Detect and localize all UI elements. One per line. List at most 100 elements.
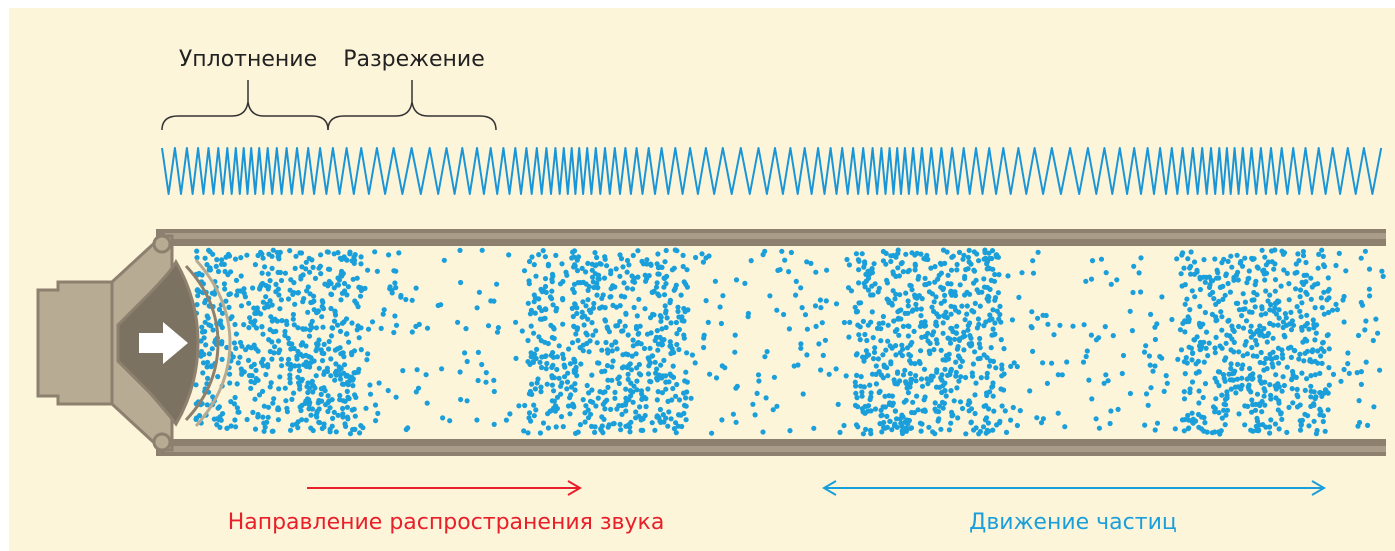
particle (1249, 397, 1255, 403)
particle (1264, 366, 1270, 372)
particle (447, 418, 453, 424)
particle (884, 424, 890, 430)
particle (1206, 340, 1212, 346)
particle (285, 335, 291, 341)
particle (260, 299, 266, 305)
particle (343, 373, 349, 379)
particle (990, 266, 996, 272)
particle (774, 307, 780, 313)
particle (585, 297, 591, 303)
particle (1212, 406, 1218, 412)
particle (589, 267, 595, 273)
particle (621, 364, 627, 370)
particle (573, 331, 579, 337)
particle (659, 338, 665, 344)
particle (237, 354, 243, 360)
particle (1272, 261, 1278, 267)
particle (637, 323, 643, 329)
particle (628, 367, 635, 373)
particle (1248, 427, 1254, 433)
particle (893, 352, 899, 358)
particle (1306, 423, 1312, 429)
particle (642, 306, 648, 312)
particle (393, 285, 399, 291)
particle (1286, 404, 1292, 410)
particle (664, 315, 670, 321)
particle (640, 427, 646, 433)
particle (657, 406, 664, 413)
particle (870, 335, 876, 341)
particle (1198, 426, 1205, 432)
particle (621, 280, 627, 286)
particle (539, 354, 545, 360)
particle (295, 325, 301, 331)
particle (213, 263, 219, 269)
particle (495, 325, 501, 331)
particle (818, 367, 824, 373)
particle (1267, 430, 1273, 436)
particle (1234, 252, 1240, 258)
particle (865, 275, 872, 281)
particle (998, 337, 1004, 343)
particle (1320, 340, 1326, 346)
particle (683, 369, 689, 375)
particle (652, 427, 658, 433)
particle (298, 276, 304, 282)
particle (347, 251, 353, 257)
particle (1324, 297, 1330, 303)
particle (1286, 281, 1292, 287)
particle (1212, 350, 1218, 356)
particle (992, 271, 998, 278)
particle (1226, 317, 1232, 323)
particle (1297, 287, 1304, 293)
particle (1212, 429, 1218, 435)
particle (329, 423, 335, 429)
particle (1103, 270, 1109, 276)
particle (387, 286, 393, 292)
particle (1321, 348, 1327, 354)
particle (988, 345, 994, 351)
particle (1278, 283, 1284, 289)
particle (622, 294, 628, 300)
particle (572, 263, 578, 269)
particle (812, 303, 819, 309)
particle (270, 400, 276, 406)
particle (1017, 408, 1023, 414)
particle (1161, 388, 1167, 394)
particle (336, 367, 342, 373)
particle (1219, 415, 1225, 421)
particle (833, 301, 840, 307)
particle (630, 252, 636, 259)
particle (1300, 253, 1307, 259)
particle (267, 298, 273, 304)
particle (1318, 353, 1324, 359)
particle (907, 353, 914, 359)
particle (1218, 309, 1224, 315)
particle (251, 305, 257, 311)
particle (335, 250, 341, 256)
particle (284, 405, 290, 411)
particle (298, 378, 304, 384)
particle (1204, 429, 1210, 435)
particle (613, 339, 619, 345)
particle (316, 365, 322, 371)
particle (1275, 407, 1281, 413)
particle (605, 384, 611, 390)
particle (198, 353, 204, 359)
particle (921, 323, 928, 329)
particle (997, 303, 1003, 309)
particle (529, 254, 535, 260)
particle (1290, 400, 1296, 406)
particle (347, 431, 353, 437)
particle (261, 420, 267, 426)
particle (981, 323, 987, 329)
particle (494, 329, 501, 335)
particle (580, 279, 587, 285)
particle (900, 269, 906, 275)
particle (231, 340, 237, 346)
particle (844, 256, 850, 263)
particle (620, 264, 626, 270)
particle (351, 348, 358, 354)
particle (984, 355, 990, 361)
particle (321, 369, 328, 375)
